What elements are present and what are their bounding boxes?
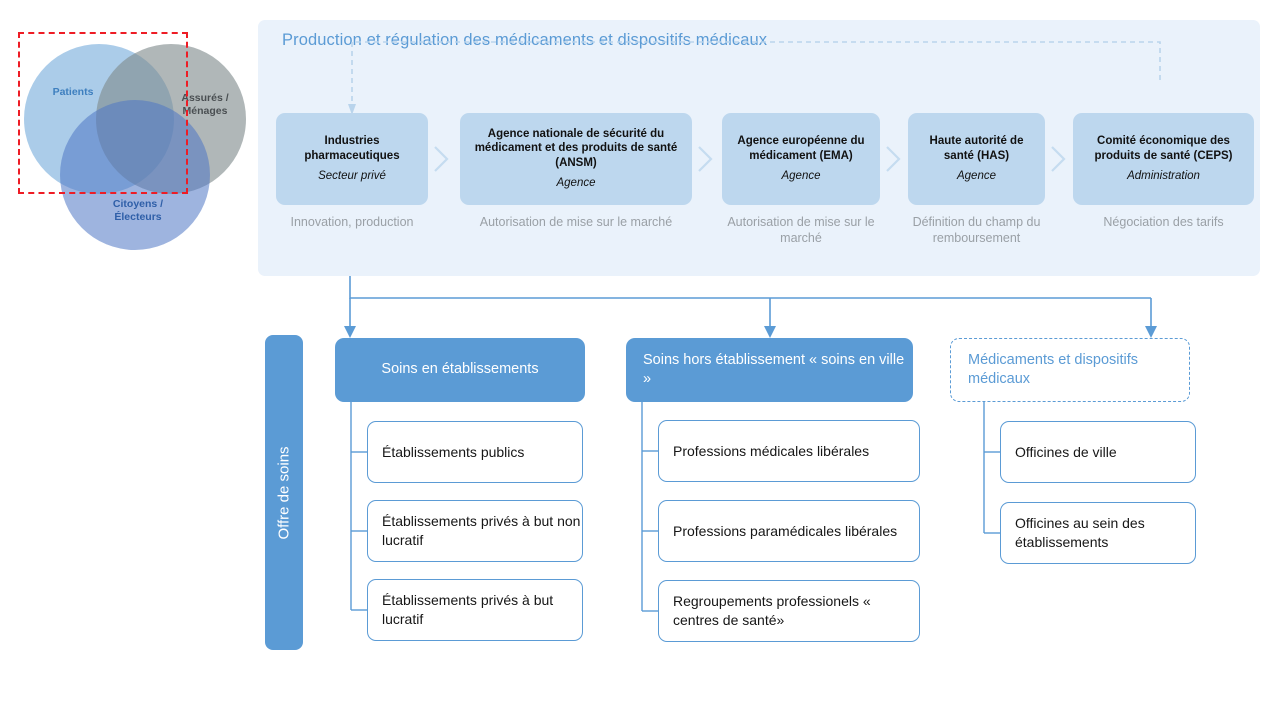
offre-de-soins-bar: Offre de soins	[265, 335, 303, 650]
process-caption: Définition du champ du remboursement	[912, 215, 1041, 246]
leaf-label: Professions médicales libérales	[673, 442, 870, 459]
process-type: Secteur privé	[318, 170, 386, 183]
process-name: Haute autorité de santé (HAS)	[929, 135, 1024, 162]
process-caption: Autorisation de mise sur le marché	[479, 215, 673, 229]
list-item[interactable]: Établissements privés à but lucratif	[367, 579, 583, 641]
process-box-ema[interactable]: Agence européenne du médicament (EMA) Ag…	[722, 113, 880, 205]
offre-de-soins-label: Offre de soins	[275, 445, 293, 540]
list-item[interactable]: Professions paramédicales libérales	[658, 500, 920, 562]
leaf-label: Établissements privés à but non lucratif	[382, 513, 581, 548]
venn-circle-citoyens	[60, 100, 210, 250]
process-name: Comité économique des produits de santé …	[1094, 135, 1233, 162]
category-soins-hors-etablissement[interactable]: Soins hors établissement « soins en vill…	[626, 338, 913, 402]
process-box-has[interactable]: Haute autorité de santé (HAS) Agence	[908, 113, 1045, 205]
category-medicaments-et-dispositifs[interactable]: Médicaments et dispositifs médicaux	[950, 338, 1190, 402]
chevron-right-icon	[694, 144, 716, 174]
leaf-label: Regroupements professionels « centres de…	[673, 593, 871, 628]
chevron-right-icon	[882, 144, 904, 174]
category-soins-en-etablissements[interactable]: Soins en établissements	[335, 338, 585, 402]
process-caption: Négociation des tarifs	[1103, 215, 1224, 229]
leaf-label: Établissements privés à but lucratif	[382, 592, 554, 627]
process-caption: Innovation, production	[290, 215, 414, 229]
process-box-ceps[interactable]: Comité économique des produits de santé …	[1073, 113, 1254, 205]
process-name: Agence nationale de sécurité du médicame…	[474, 127, 678, 169]
process-type: Administration	[1127, 170, 1200, 183]
list-item[interactable]: Regroupements professionels « centres de…	[658, 580, 920, 642]
category-label: Soins hors établissement « soins en vill…	[643, 351, 905, 387]
process-name: Industries pharmaceutiques	[304, 135, 400, 162]
process-caption: Autorisation de mise sur le marché	[727, 215, 875, 246]
list-item[interactable]: Établissements privés à but non lucratif	[367, 500, 583, 562]
list-item[interactable]: Officines de ville	[1000, 421, 1196, 483]
process-name: Agence européenne du médicament (EMA)	[737, 135, 865, 162]
process-type: Agence	[556, 177, 596, 190]
list-item[interactable]: Établissements publics	[367, 421, 583, 483]
chevron-right-icon	[430, 144, 452, 174]
category-label: Soins en établissements	[381, 361, 539, 378]
venn-label-citoyens: Citoyens / Électeurs	[112, 198, 164, 223]
venn-highlight-box	[18, 32, 188, 194]
leaf-label: Officines au sein des établissements	[1015, 515, 1145, 550]
process-type: Agence	[781, 170, 821, 183]
venn-label-patients: Patients	[52, 86, 94, 98]
venn-diagram: Patients Assurés / Ménages Citoyens / Él…	[8, 22, 256, 250]
process-box-ansm[interactable]: Agence nationale de sécurité du médicame…	[460, 113, 692, 205]
category-label: Médicaments et dispositifs médicaux	[968, 351, 1139, 387]
panel-title: Production et régulation des médicaments…	[282, 31, 768, 49]
process-box-industries-pharmaceutiques[interactable]: Industries pharmaceutiques Secteur privé	[276, 113, 428, 205]
venn-label-assures: Assurés / Ménages	[181, 92, 229, 117]
leaf-label: Professions paramédicales libérales	[673, 522, 898, 539]
chevron-right-icon	[1047, 144, 1069, 174]
process-type: Agence	[956, 170, 996, 183]
leaf-label: Établissements publics	[382, 443, 525, 460]
leaf-label: Officines de ville	[1015, 443, 1117, 460]
list-item[interactable]: Professions médicales libérales	[658, 420, 920, 482]
list-item[interactable]: Officines au sein des établissements	[1000, 502, 1196, 564]
